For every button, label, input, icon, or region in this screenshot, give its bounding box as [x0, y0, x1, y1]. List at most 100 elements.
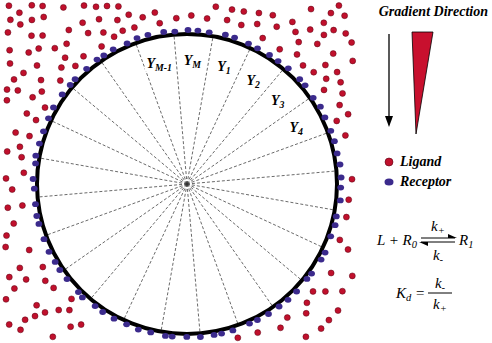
receptor-dot	[318, 257, 325, 263]
ligand-dot	[7, 17, 13, 23]
ligand-dot	[51, 285, 57, 291]
gradient-label: Gradient Direction	[379, 4, 488, 19]
ligand-dot	[104, 3, 110, 9]
gradient-arrow	[388, 34, 389, 118]
sector-line	[187, 133, 326, 184]
receptor-dot	[64, 276, 71, 282]
sector-line	[53, 121, 187, 184]
ligand-dot	[18, 327, 24, 333]
receptor-dot	[337, 162, 344, 168]
receptor-dot	[265, 311, 272, 317]
ligand-dot	[337, 237, 343, 243]
ligand-dot	[42, 309, 48, 315]
ligand-dot	[337, 102, 343, 108]
ligand-dot	[99, 43, 105, 49]
sector-line	[187, 184, 200, 331]
receptor-dot	[183, 334, 190, 340]
ligand-dot	[7, 47, 13, 53]
ligand-dot	[350, 58, 356, 64]
ligand-dot	[255, 330, 261, 336]
receptor-dot	[197, 334, 204, 340]
ligand-dot	[29, 33, 35, 39]
ligand-dot	[52, 45, 58, 51]
receptor-dot	[45, 115, 52, 121]
ligand-dot	[335, 308, 341, 314]
ligand-dot	[5, 29, 11, 35]
sector-line	[102, 63, 187, 184]
ligand-dot	[120, 28, 126, 34]
receptor-dot	[285, 65, 292, 71]
ligand-dot	[342, 13, 348, 19]
ligand-dot	[296, 39, 302, 45]
receptor-dot	[111, 316, 118, 322]
ligand-dot	[349, 40, 355, 46]
ligand-dot	[30, 94, 36, 100]
ligand-dot	[330, 51, 336, 57]
receptor-dot	[134, 35, 141, 41]
receptor-dot	[30, 176, 37, 182]
ligand-dot	[339, 288, 345, 294]
sector-line	[187, 184, 333, 210]
ligand-dot	[318, 326, 324, 332]
ligand-dot	[338, 79, 344, 85]
ligand-dot	[345, 111, 351, 117]
fraction-bar	[428, 293, 452, 294]
ligand-dot	[11, 76, 17, 82]
receptor-dot	[337, 198, 344, 204]
sector-line	[187, 99, 308, 184]
ligand-dot	[115, 3, 121, 9]
ligand-dot	[24, 111, 30, 117]
sector-label: Y2	[245, 73, 260, 88]
receptor-dot	[162, 333, 169, 339]
ligand-dot	[140, 14, 146, 20]
ligand-dot	[34, 302, 40, 308]
receptor-dot	[195, 28, 202, 34]
ligand-dot	[328, 10, 334, 16]
receptor-dot	[31, 186, 38, 192]
receptor-dot	[110, 46, 117, 52]
ligand-dot	[42, 105, 48, 111]
ligand-dot	[152, 10, 158, 16]
receptor-dot	[254, 317, 261, 323]
receptor-dot	[94, 57, 101, 63]
ligand-dot	[11, 286, 17, 292]
receptor-dot	[211, 332, 218, 338]
receptor-dot	[185, 27, 192, 33]
receptor-dot	[310, 95, 317, 101]
receptor-dot	[171, 29, 178, 35]
rate-constant: k-	[433, 247, 443, 264]
receptor-dot	[331, 138, 338, 144]
ligand-dot	[6, 274, 12, 280]
receptor-dot	[304, 276, 311, 282]
receptor-dot	[75, 289, 82, 295]
receptor-dot	[50, 105, 57, 111]
ligand-dot	[81, 3, 87, 9]
ligand-dot	[284, 315, 290, 321]
ligand-dot	[111, 34, 117, 40]
ligand-dot	[36, 46, 42, 52]
receptor-dot	[83, 66, 90, 72]
ligand-dot	[16, 10, 22, 16]
ligand-dot	[321, 87, 327, 93]
ligand-dot	[17, 265, 23, 271]
receptor-dot	[40, 128, 47, 134]
sector-label: Y4	[288, 120, 303, 135]
sector-line	[40, 184, 187, 197]
ligand-dot	[328, 270, 334, 276]
ligand-dot	[6, 3, 12, 9]
ligand-dot	[229, 7, 235, 13]
ligand-dot	[322, 62, 328, 68]
ligand-dot	[294, 51, 300, 57]
receptor-dot	[322, 115, 329, 121]
ligand-dot	[39, 89, 45, 95]
ligand-dot	[34, 63, 40, 69]
sector-line	[187, 50, 250, 184]
ligand-dot	[300, 62, 306, 68]
receptor-dot	[79, 295, 86, 301]
receptor-dot	[147, 330, 154, 336]
receptor-dot	[275, 58, 282, 64]
ligand-dot	[331, 27, 337, 33]
receptor-dot	[337, 185, 344, 191]
ligand-dot	[5, 205, 11, 211]
receptor-dot	[169, 334, 176, 340]
